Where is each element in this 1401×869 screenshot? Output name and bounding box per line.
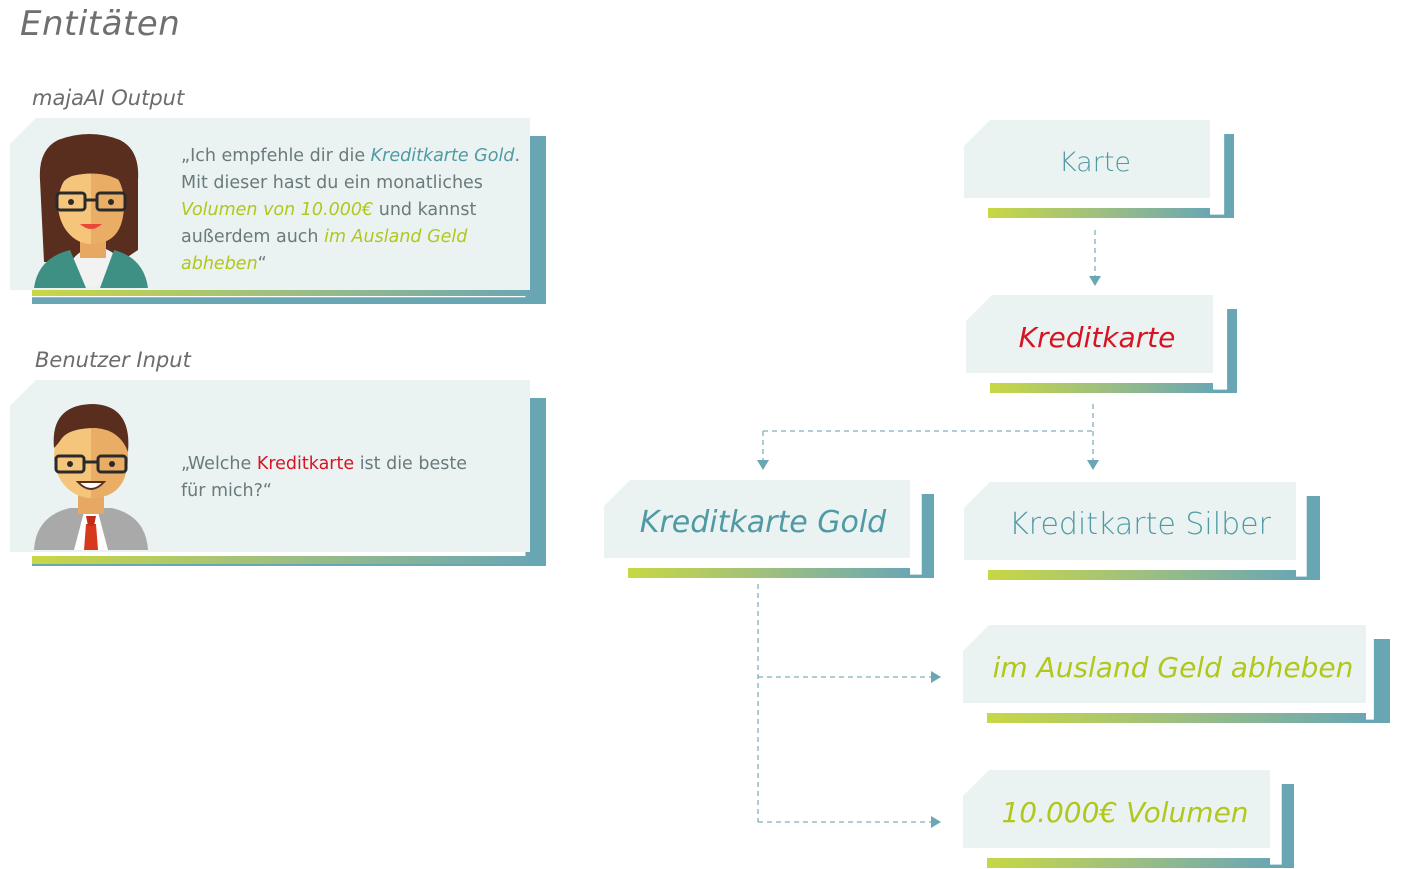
man-avatar-icon bbox=[34, 404, 148, 550]
input-speech-text: „Welche Kreditkarte ist die beste für mi… bbox=[181, 454, 468, 501]
entity-ausland: im Ausland Geld bbox=[324, 227, 468, 247]
woman-avatar-icon bbox=[34, 134, 148, 288]
node-ausland: im Ausland Geld abheben bbox=[963, 625, 1390, 723]
node-kreditkarte: Kreditkarte bbox=[966, 295, 1237, 393]
output-speech-text: „Ich empfehle dir die Kreditkarte Gold. … bbox=[181, 146, 521, 274]
node-kreditkarte-silber: Kreditkarte Silber bbox=[964, 482, 1320, 580]
entity-kreditkarte-gold: Kreditkarte Gold bbox=[370, 146, 515, 166]
page-title: Entitäten bbox=[20, 4, 181, 44]
node-kreditkarte-gold: Kreditkarte Gold bbox=[604, 480, 934, 578]
arrowheads bbox=[757, 276, 1101, 828]
node-volumen: 10.000€ Volumen bbox=[963, 770, 1294, 868]
entity-kreditkarte: Kreditkarte bbox=[256, 454, 355, 474]
entity-volumen: Volumen von 10.000€ bbox=[181, 200, 374, 220]
input-section-label: Benutzer Input bbox=[35, 348, 191, 372]
output-section-label: majaAI Output bbox=[32, 86, 185, 110]
connector-lines bbox=[757, 230, 1096, 823]
node-karte: Karte bbox=[964, 120, 1234, 218]
